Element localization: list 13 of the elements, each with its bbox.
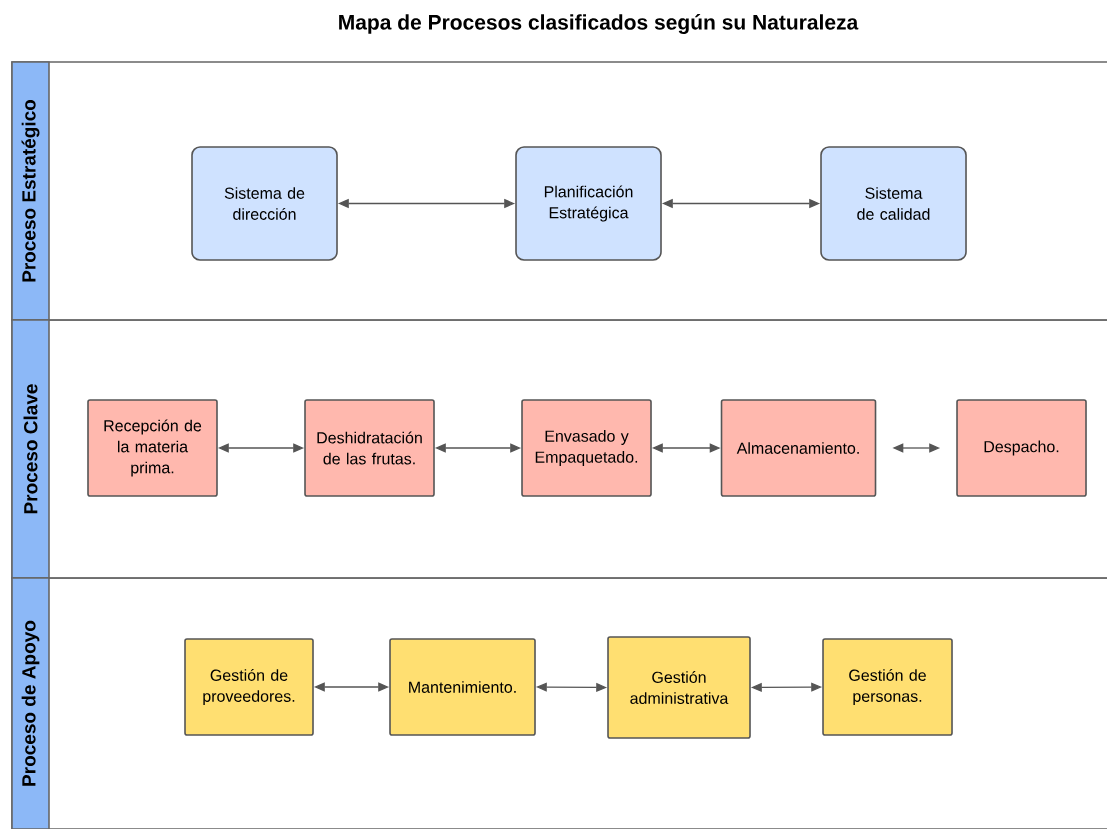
process-box: Envasado y Empaquetado.	[521, 399, 652, 497]
process-box: Almacenamiento.	[720, 399, 877, 497]
title: Mapa de Procesos clasificados según su Naturaleza	[339, 14, 859, 34]
process-box: Planificación Estratégica	[515, 146, 662, 261]
process-box: Sistema de calidad	[820, 146, 967, 261]
process-box: Gestión de personas.	[822, 638, 953, 736]
process-box: Mantenimiento.	[389, 638, 536, 736]
process-box: Gestión de proveedores.	[184, 638, 314, 736]
process-box: Despacho.	[956, 399, 1087, 497]
process-box: Recepción de la materia prima.	[87, 399, 218, 497]
process-box: Sistema de dirección	[191, 146, 338, 261]
process-box: Gestión administrativa	[607, 636, 751, 739]
process-box: Deshidratación de las frutas.	[304, 399, 435, 497]
